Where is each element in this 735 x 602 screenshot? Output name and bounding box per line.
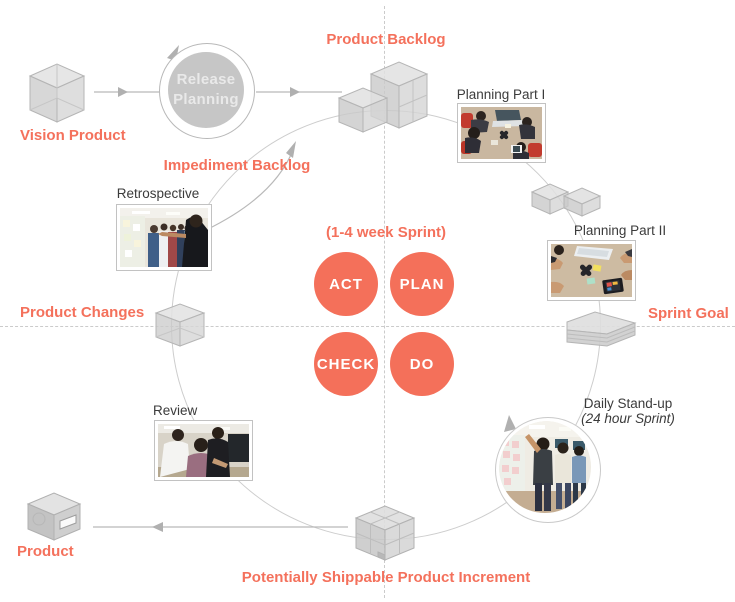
review-photo-image xyxy=(158,424,249,477)
sprint-goal-layers-icon xyxy=(566,311,637,347)
act-circle: ACT xyxy=(314,252,378,316)
review-label: Review xyxy=(153,403,198,418)
sprint-duration-label: (1-4 week Sprint) xyxy=(325,224,447,241)
daily-standup-sub-label: (24 hour Sprint) xyxy=(581,411,675,426)
daily-standup-photo xyxy=(496,418,600,522)
retrospective-label: Retrospective xyxy=(116,186,200,201)
vision-product-label: Vision Product xyxy=(20,127,126,144)
planning-part-2-label: Planning Part II xyxy=(573,223,667,238)
retrospective-photo-image xyxy=(120,208,208,267)
do-circle: DO xyxy=(390,332,454,396)
product-backlog-boxes-icon xyxy=(337,61,429,133)
sprint-goal-label: Sprint Goal xyxy=(648,305,729,322)
do-label: DO xyxy=(409,355,435,373)
product-label: Product xyxy=(17,543,74,560)
review-photo xyxy=(154,420,253,481)
daily-standup-photo-image xyxy=(499,421,591,513)
planning-part-1-label: Planning Part I xyxy=(456,87,546,102)
act-label: ACT xyxy=(329,275,363,293)
arrow-up-icon xyxy=(504,415,516,432)
planning-part-2-photo-image xyxy=(551,244,632,297)
plan-label: PLAN xyxy=(399,275,445,293)
release-planning-circle: Release Planning xyxy=(159,43,255,139)
planning-l-box-icon xyxy=(530,183,602,217)
arrow-right-icon xyxy=(118,87,128,97)
release-planning-label-line1: Release xyxy=(176,70,236,88)
arrow-right-icon xyxy=(290,87,300,97)
arrow-up-right-icon xyxy=(286,141,296,158)
product-backlog-label: Product Backlog xyxy=(326,31,446,48)
plan-circle: PLAN xyxy=(390,252,454,316)
release-planning-label-line2: Planning xyxy=(173,91,239,108)
vision-product-cube-icon xyxy=(28,63,86,123)
arrow-left-icon xyxy=(152,522,163,532)
planning-part-1-photo-image xyxy=(461,107,542,159)
increment-label: Potentially Shippable Product Increment xyxy=(241,569,531,586)
planning-part-2-photo xyxy=(547,240,636,301)
planning-part-1-photo xyxy=(457,103,546,163)
product-changes-label: Product Changes xyxy=(20,304,145,321)
retrospective-photo xyxy=(116,204,212,271)
impediment-backlog-label: Impediment Backlog xyxy=(163,157,311,174)
product-box-icon xyxy=(26,492,82,541)
daily-standup-label: Daily Stand-up xyxy=(583,396,673,411)
check-circle: CHECK xyxy=(314,332,378,396)
check-label: CHECK xyxy=(316,355,376,373)
product-changes-cube-icon xyxy=(154,303,206,347)
increment-cube-icon xyxy=(354,505,416,561)
